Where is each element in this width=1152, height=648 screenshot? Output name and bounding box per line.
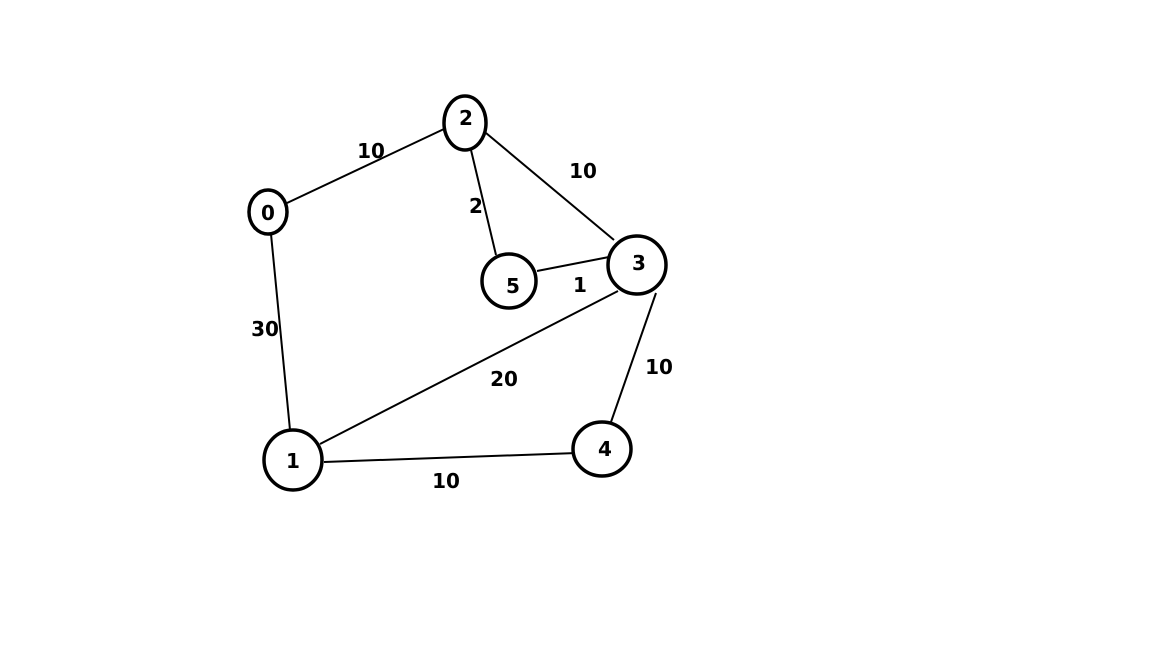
node-4-label: 4 <box>598 437 612 461</box>
edge-1-4 <box>323 452 578 463</box>
edge-weight-1-4: 10 <box>432 469 460 493</box>
edge-weight-2-5: 2 <box>469 194 483 218</box>
node-5: 5 <box>480 252 538 310</box>
node-3: 3 <box>606 234 668 296</box>
node-4-circle <box>571 420 633 478</box>
edge-weight-1-3: 20 <box>490 367 518 391</box>
node-2-label: 2 <box>459 106 473 130</box>
edge-1-3 <box>319 290 619 445</box>
edge-2-5 <box>470 149 497 256</box>
node-0-circle <box>247 188 289 236</box>
node-3-label: 3 <box>632 251 646 275</box>
edge-weight-0-1: 30 <box>251 317 279 341</box>
edge-layer <box>270 128 657 463</box>
node-4: 4 <box>571 420 633 478</box>
edge-0-2 <box>286 128 445 204</box>
edge-weight-2-3: 10 <box>569 159 597 183</box>
node-5-circle <box>480 252 538 310</box>
node-2-circle <box>442 94 488 152</box>
node-1-circle <box>262 428 324 492</box>
edge-weight-3-4: 10 <box>645 355 673 379</box>
edge-5-3 <box>536 256 610 272</box>
node-5-label: 5 <box>506 274 520 298</box>
edge-weight-5-3: 1 <box>573 273 587 297</box>
node-1-label: 1 <box>286 449 300 473</box>
edge-0-1 <box>270 233 291 431</box>
edge-label-layer: 10 30 2 10 1 20 10 10 <box>251 139 673 493</box>
edge-weight-0-2: 10 <box>357 139 385 163</box>
edge-3-4 <box>610 292 657 423</box>
node-0-label: 0 <box>261 201 275 225</box>
node-layer: 0 1 2 3 4 5 <box>247 94 668 492</box>
node-0: 0 <box>247 188 289 236</box>
node-1: 1 <box>262 428 324 492</box>
node-2: 2 <box>442 94 488 152</box>
edge-2-3 <box>485 132 615 241</box>
node-3-circle <box>606 234 668 296</box>
